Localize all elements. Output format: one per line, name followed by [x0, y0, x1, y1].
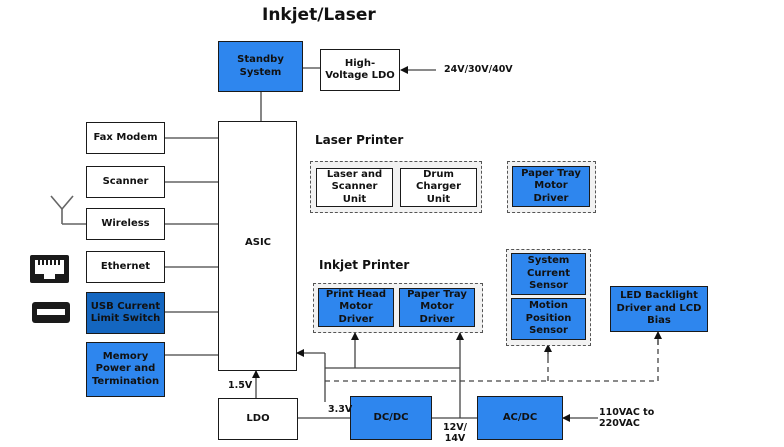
scanner-block: Scanner	[86, 166, 165, 198]
ldo-block: LDO	[218, 398, 298, 440]
inkjet-paper-tray-motor-driver-block: Paper Tray Motor Driver	[399, 288, 475, 327]
inkjet-printer-section-label: Inkjet Printer	[319, 258, 410, 272]
diagram-title: Inkjet/Laser	[262, 5, 376, 25]
ethernet-port-icon	[30, 255, 69, 283]
print-head-motor-driver-block: Print Head Motor Driver	[318, 288, 394, 327]
standby-system-block: Standby System	[218, 41, 303, 92]
dcdc-block: DC/DC	[350, 396, 432, 440]
antenna-icon	[50, 195, 74, 224]
usb-port-icon	[32, 302, 70, 323]
input-24v-label: 24V/30V/40V	[444, 64, 513, 75]
high-voltage-ldo-block: High-Voltage LDO	[320, 49, 400, 91]
rail-12v-14v-label: 12V/ 14V	[442, 422, 468, 444]
input-vac-label: 110VAC to 220VAC	[599, 407, 655, 429]
laser-paper-tray-motor-driver-block: Paper Tray Motor Driver	[512, 166, 590, 207]
laser-printer-section-label: Laser Printer	[315, 133, 404, 147]
rail-33v-label: 3.3V	[328, 404, 353, 415]
wireless-block: Wireless	[86, 208, 165, 240]
fax-modem-block: Fax Modem	[86, 122, 165, 154]
drum-charger-unit-block: Drum Charger Unit	[400, 168, 477, 207]
led-backlight-driver-block: LED Backlight Driver and LCD Bias	[610, 286, 708, 332]
memory-power-termination-block: Memory Power and Termination	[86, 342, 165, 397]
usb-current-limit-switch-block: USB Current Limit Switch	[86, 292, 165, 334]
system-current-sensor-block: System Current Sensor	[511, 253, 586, 295]
ethernet-block: Ethernet	[86, 251, 165, 283]
acdc-block: AC/DC	[477, 396, 563, 440]
laser-scanner-unit-block: Laser and Scanner Unit	[316, 168, 393, 207]
motion-position-sensor-block: Motion Position Sensor	[511, 298, 586, 340]
asic-block	[218, 121, 297, 371]
asic-label: ASIC	[245, 237, 272, 248]
rail-15v-label: 1.5V	[228, 380, 253, 391]
